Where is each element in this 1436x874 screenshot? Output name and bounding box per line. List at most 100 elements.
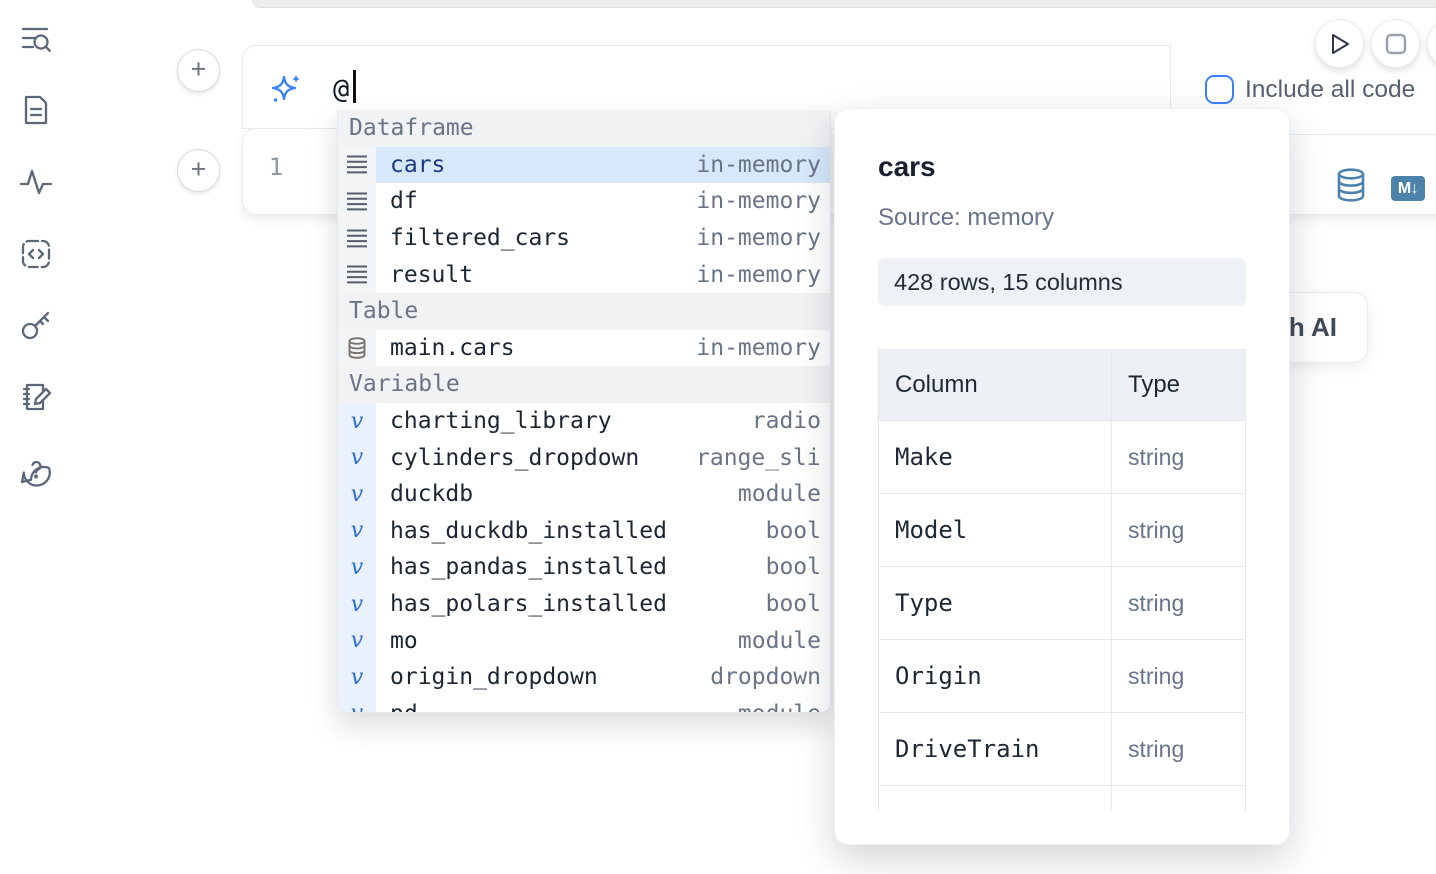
autocomplete-item[interactable]: filtered_cars in-memory	[338, 219, 830, 257]
autocomplete-item[interactable]: v pd module	[338, 695, 830, 712]
markdown-icon[interactable]: M↓	[1391, 176, 1425, 201]
stop-button[interactable]	[1371, 19, 1420, 68]
autocomplete-item[interactable]: v cylinders_dropdown range_slider	[338, 439, 830, 476]
item-type: range_slider	[696, 444, 821, 471]
variable-icon: v	[338, 512, 376, 550]
autocomplete-item[interactable]: main.cars in-memory	[338, 329, 830, 367]
item-type: module	[737, 627, 821, 654]
variable-icon: v	[338, 695, 376, 712]
autocomplete-item[interactable]: df in-memory	[338, 183, 830, 220]
variable-icon: v	[338, 658, 376, 696]
schema-column-type: string	[1111, 712, 1246, 786]
item-name: main.cars	[390, 334, 515, 361]
schema-column-name: Type	[878, 566, 1112, 640]
document-icon[interactable]	[18, 92, 54, 128]
item-type: module	[738, 701, 821, 712]
variable-icon: v	[338, 475, 376, 513]
item-name: result	[390, 261, 474, 288]
text-cursor	[353, 70, 356, 103]
item-name: pd	[390, 701, 418, 712]
variable-icon: v	[338, 585, 376, 623]
item-type: in-memory	[696, 188, 821, 215]
key-icon[interactable]	[18, 307, 54, 343]
database-icon[interactable]	[1336, 168, 1366, 202]
schema-column-type: string	[1111, 420, 1246, 494]
item-type: dropdown	[710, 664, 821, 691]
list-search-icon[interactable]	[18, 20, 54, 56]
add-cell-below-button[interactable]: +	[177, 149, 220, 192]
item-name: has_polars_installed	[390, 591, 667, 618]
autocomplete-item[interactable]: v has_polars_installed bool	[338, 585, 830, 623]
item-type: module	[737, 481, 821, 508]
dataframe-rows-icon	[338, 146, 376, 184]
item-type: in-memory	[696, 151, 821, 178]
autocomplete-section-header: Dataframe	[338, 110, 830, 147]
item-name: mo	[390, 627, 418, 654]
schema-row-partial	[878, 785, 1246, 811]
dataframe-rows-icon	[338, 183, 376, 220]
schema-header-column: Column	[878, 349, 1112, 421]
help-chat-icon[interactable]	[18, 451, 54, 487]
preview-title: cars	[878, 151, 936, 182]
run-cell-button[interactable]	[1315, 19, 1364, 68]
previous-cell-bottom-edge	[252, 0, 1436, 8]
dataframe-preview-panel: cars Source: memory 428 rows, 15 columns…	[834, 108, 1290, 845]
item-name: cylinders_dropdown	[390, 444, 640, 471]
item-name: charting_library	[390, 408, 612, 435]
include-all-code-label[interactable]: Include all code	[1245, 76, 1416, 103]
variable-icon: v	[338, 622, 376, 659]
item-name: df	[390, 188, 418, 215]
add-cell-above-button[interactable]: +	[177, 49, 220, 92]
item-type: radio	[751, 408, 821, 435]
item-type: in-memory	[696, 334, 821, 361]
sidebar	[0, 0, 72, 874]
database-icon	[338, 329, 376, 367]
activity-icon[interactable]	[18, 164, 54, 200]
item-name: filtered_cars	[390, 225, 571, 252]
schema-header-type: Type	[1111, 349, 1246, 421]
dataframe-rows-icon	[338, 256, 376, 293]
item-type: bool	[765, 517, 821, 544]
preview-source: Source: memory	[878, 204, 1055, 231]
autocomplete-section-header: Variable	[338, 366, 830, 403]
item-name: duckdb	[390, 481, 474, 508]
code-block-icon[interactable]	[18, 236, 54, 272]
line-number: 1	[268, 153, 284, 181]
autocomplete-item[interactable]: v charting_library radio	[338, 402, 830, 440]
prompt-value: @	[333, 74, 350, 105]
sparkles-icon	[268, 72, 304, 108]
autocomplete-section-header: Table	[338, 292, 830, 330]
include-all-code-checkbox[interactable]	[1205, 75, 1234, 104]
preview-shape-badge: 428 rows, 15 columns	[878, 258, 1246, 306]
item-type: bool	[765, 554, 821, 581]
item-type: in-memory	[696, 261, 821, 288]
notebook-edit-icon[interactable]	[18, 379, 54, 415]
variable-icon: v	[338, 402, 376, 440]
schema-column-name: Origin	[878, 639, 1112, 713]
item-type: bool	[765, 591, 821, 618]
schema-column-name: DriveTrain	[878, 712, 1112, 786]
schema-column-type: string	[1111, 493, 1246, 567]
schema-column-type: string	[1111, 566, 1246, 640]
variable-icon: v	[338, 549, 376, 586]
autocomplete-item[interactable]: result in-memory	[338, 256, 830, 293]
item-type: in-memory	[696, 225, 821, 252]
schema-column-name: Model	[878, 493, 1112, 567]
variable-icon: v	[338, 439, 376, 476]
